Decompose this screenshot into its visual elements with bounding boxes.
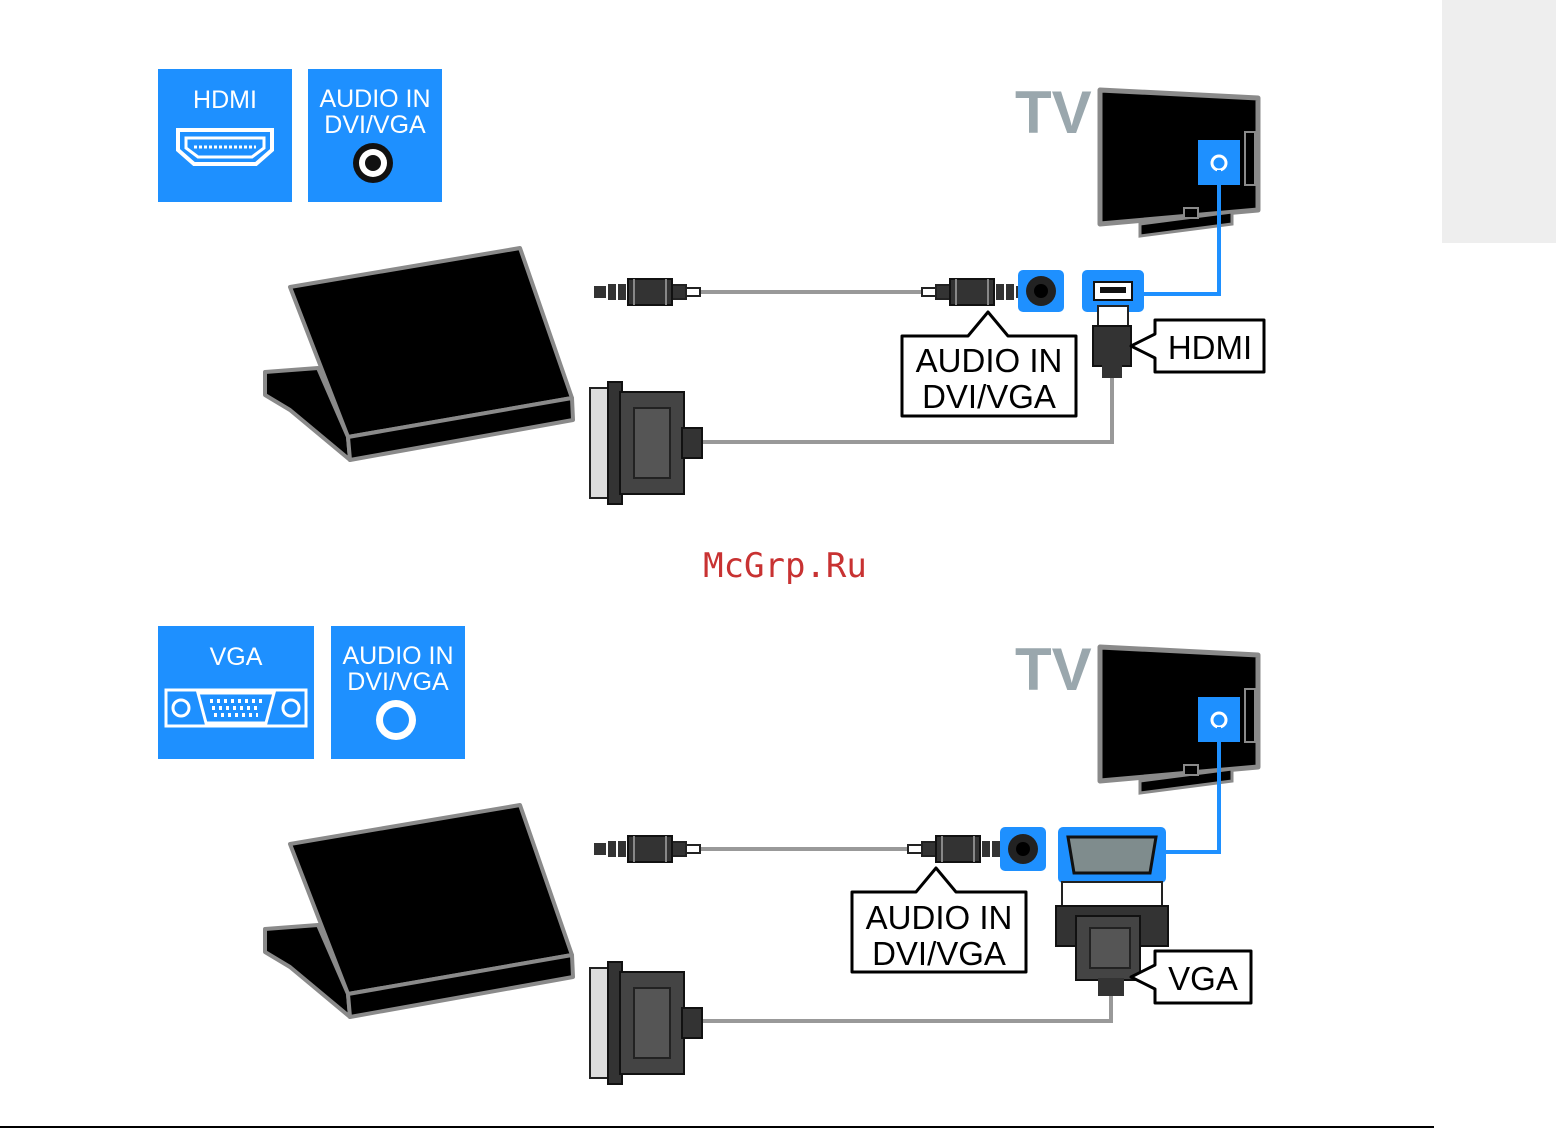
watermark-text: McGrp.Ru: [703, 546, 867, 586]
audio-in-port-icon-vga: AUDIO IN DVI/VGA: [331, 626, 465, 759]
laptop-icon: [265, 248, 573, 460]
callout-audio-line1: AUDIO IN: [916, 342, 1063, 379]
tv-label: TV: [1015, 79, 1092, 146]
tv-illustration: [1100, 90, 1258, 236]
audio-in-callout-vga: AUDIO IN DVI/VGA: [852, 868, 1026, 972]
audio-in-callout: AUDIO IN DVI/VGA: [902, 312, 1076, 416]
hdmi-icon-label: HDMI: [193, 86, 257, 114]
audio-icon-label-line2: DVI/VGA: [324, 111, 426, 139]
vga-callout: VGA: [1131, 951, 1251, 1003]
audio-icon-label-line1: AUDIO IN: [319, 85, 430, 113]
callout-audio-line2: DVI/VGA: [922, 378, 1056, 415]
hdmi-diagram: HDMI AUDIO IN DVI/VGA TV: [158, 69, 1264, 504]
side-tab: [1442, 0, 1556, 243]
vga-diagram: VGA AUDIO IN DVI/VGA TV: [158, 626, 1258, 1084]
callout-vga: VGA: [1168, 960, 1238, 997]
vga-icon-label: VGA: [210, 643, 263, 671]
callout-hdmi: HDMI: [1168, 329, 1252, 366]
callout-audio-line2-vga: DVI/VGA: [872, 935, 1006, 972]
laptop-icon-vga: [265, 805, 573, 1017]
vga-port-icon: VGA: [158, 626, 314, 759]
audio-in-port-icon: AUDIO IN DVI/VGA: [308, 69, 442, 202]
hdmi-callout: HDMI: [1131, 320, 1264, 372]
audio-icon-label-line2-vga: DVI/VGA: [347, 668, 449, 696]
tv-illustration-vga: [1100, 647, 1258, 793]
callout-audio-line1-vga: AUDIO IN: [866, 899, 1013, 936]
tv-label-vga: TV: [1015, 636, 1092, 703]
audio-icon-label-line1-vga: AUDIO IN: [342, 642, 453, 670]
hdmi-port-icon: HDMI: [158, 69, 292, 202]
